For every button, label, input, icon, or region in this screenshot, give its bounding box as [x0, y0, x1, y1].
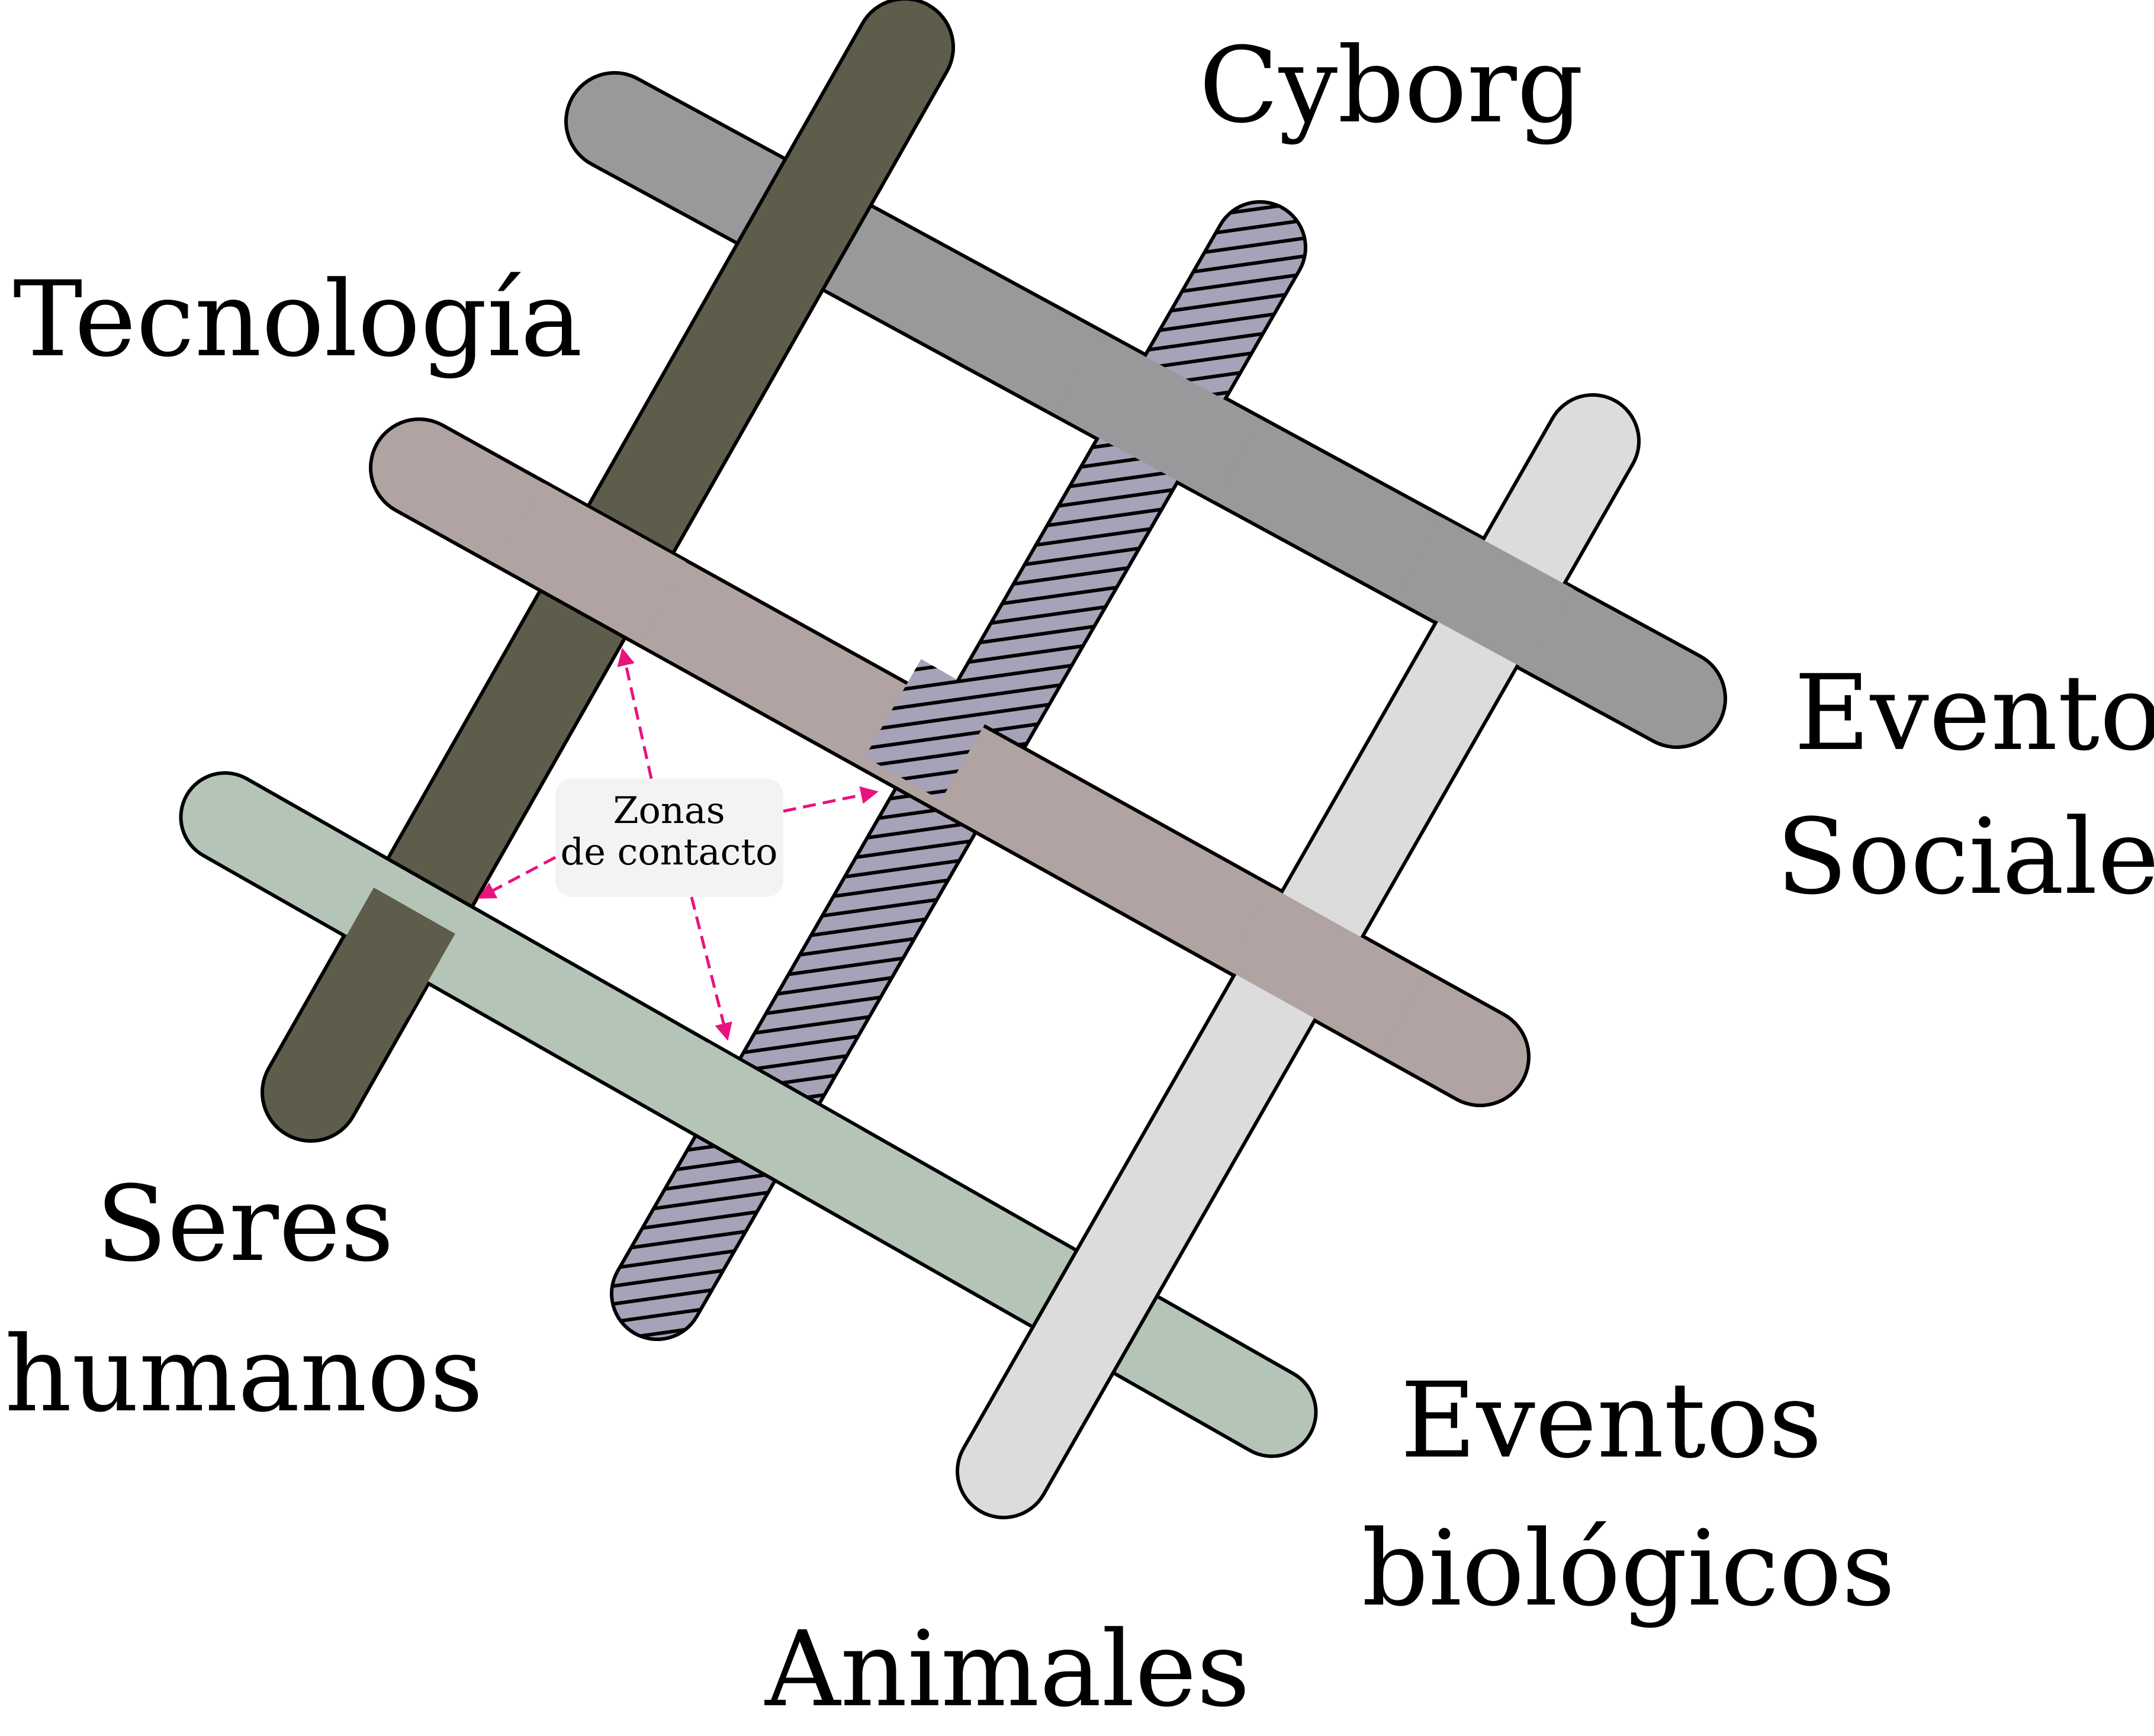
- tecnologia-label: Tecnología: [13, 259, 583, 380]
- eventos-sociales-label-line2: Sociales: [1776, 796, 2154, 918]
- contact-arrow-left: [477, 856, 557, 899]
- seres-humanos-label-line2: humanos: [5, 1314, 483, 1435]
- contact-zones-box: [555, 779, 783, 897]
- eventos-sociales-over-eventos-biologicos: [1396, 516, 1574, 671]
- animales-over-cyborg: [666, 1042, 862, 1204]
- contact-zones-label-line2: de contacto: [561, 830, 778, 873]
- cyborg-over-seres-humanos: [864, 659, 998, 801]
- eventos-biologicos-label-line1: Eventos: [1400, 1360, 1822, 1481]
- eventos-sociales-over-cyborg: [1055, 332, 1260, 501]
- eventos-biologicos-label-line2: biológicos: [1362, 1508, 1895, 1629]
- weave-overlays: [326, 115, 1574, 1204]
- contact-arrow-down: [690, 896, 732, 1041]
- contact-zones-annotation: Zonas de contacto: [477, 648, 879, 1041]
- tecnologia-over-eventos-sociales: [767, 115, 893, 241]
- contact-arrow-right: [783, 786, 879, 813]
- seres-humanos-over-eventos-biologicos: [1226, 888, 1426, 1055]
- contact-zones-label-line1: Zonas: [613, 789, 725, 832]
- animales-label: Animales: [764, 1609, 1250, 1730]
- tecnologia-over-animales: [326, 888, 455, 1017]
- contact-arrow-up: [617, 648, 653, 779]
- seres-humanos-label-line1: Seres: [96, 1163, 394, 1285]
- seres-humanos-over-tecnologia: [498, 483, 686, 644]
- eventos-sociales-label-line1: Eventos: [1794, 652, 2154, 774]
- cyborg-label: Cyborg: [1199, 25, 1584, 146]
